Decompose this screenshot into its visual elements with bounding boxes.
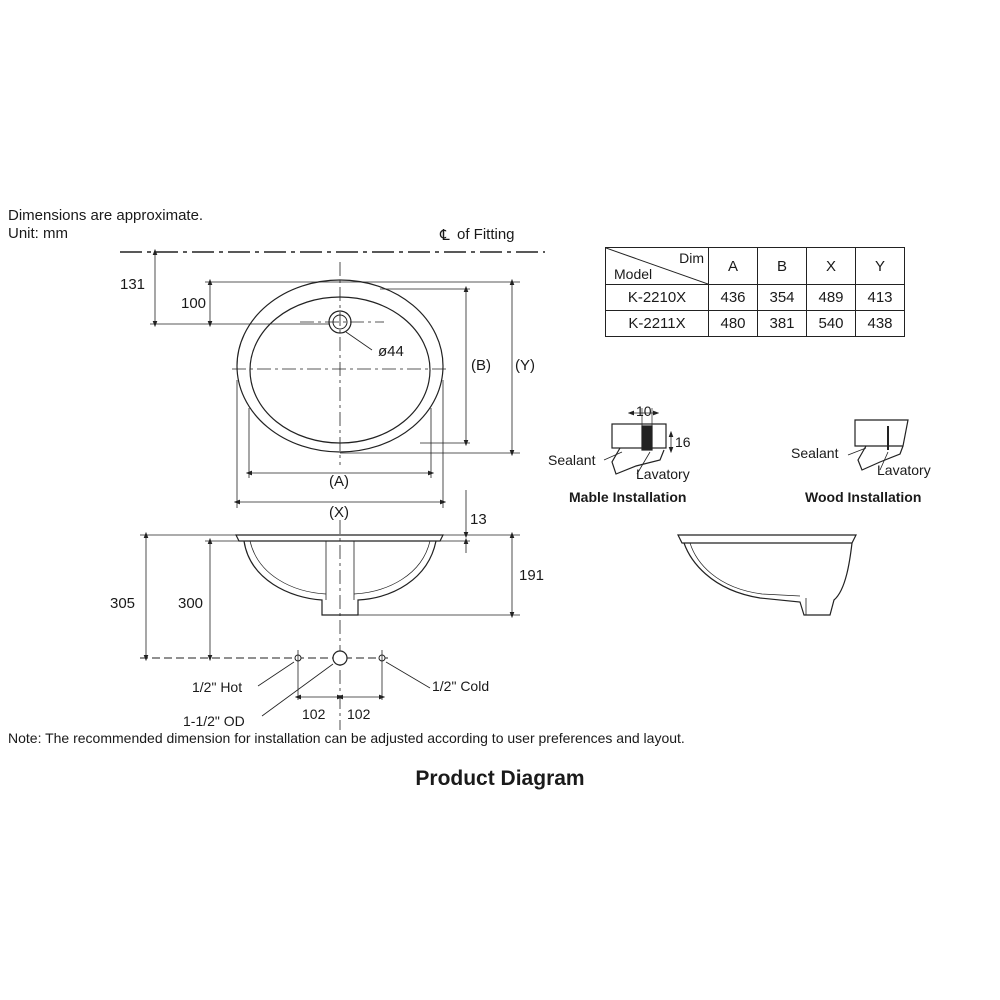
dim-131-label: 131: [120, 276, 146, 293]
col-header-a: A: [708, 247, 758, 285]
wood-installation-detail: [847, 419, 909, 471]
page-title: Product Diagram: [415, 767, 585, 790]
value-cell: 540: [806, 310, 856, 337]
side-section-view: [677, 534, 857, 616]
dim-305-label: 305: [110, 595, 136, 612]
dim-191-label: 191: [519, 567, 545, 584]
approx-note: Dimensions are approximate.: [8, 207, 204, 224]
spacing-right-label: 102: [347, 706, 371, 722]
unit-note: Unit: mm: [8, 225, 68, 242]
dim-300-label: 300: [178, 595, 204, 612]
value-cell: 436: [708, 284, 758, 311]
outlet-od-label: 1-1/2" OD: [183, 713, 245, 729]
table-row: K-2211X 480 381 540 438: [605, 310, 905, 337]
corner-diagonal: [606, 248, 708, 284]
cold-supply-label: 1/2" Cold: [432, 678, 490, 694]
value-cell: 413: [855, 284, 905, 311]
value-cell: 381: [757, 310, 807, 337]
header-model: Model: [614, 266, 653, 282]
drain-hole: [328, 310, 352, 334]
marble-dim-16: 16: [675, 434, 691, 450]
dimension-table: Dim Model A B X Y K-2210X 436 354 489 41…: [605, 247, 905, 337]
marble-sealant-label: Sealant: [548, 452, 596, 468]
spacing-left-label: 102: [302, 706, 326, 722]
model-cell: K-2211X: [605, 310, 709, 337]
top-view: [120, 248, 545, 508]
dim-a-label: (A): [329, 473, 349, 490]
value-cell: 489: [806, 284, 856, 311]
marble-installation-caption: Mable Installation: [569, 489, 687, 505]
col-header-y: Y: [855, 247, 905, 285]
col-header-b: B: [757, 247, 807, 285]
marble-dim-10: 10: [636, 403, 652, 419]
dim-100-label: 100: [181, 295, 207, 312]
dim-y-label: (Y): [515, 357, 535, 374]
installation-note: Note: The recommended dimension for inst…: [8, 730, 685, 746]
drain-outlet: [332, 650, 348, 666]
col-header-x: X: [806, 247, 856, 285]
wood-installation-caption: Wood Installation: [805, 489, 922, 505]
wood-lavatory-label: Lavatory: [877, 462, 931, 478]
value-cell: 480: [708, 310, 758, 337]
table-corner-header: Dim Model: [605, 247, 709, 285]
drain-diameter-label: ø44: [378, 343, 404, 360]
side-view: [140, 490, 520, 730]
dim-x-label: (X): [329, 504, 349, 521]
dim-13-label: 13: [470, 511, 487, 528]
dim-b-label: (B): [471, 357, 491, 374]
header-dim: Dim: [679, 250, 704, 266]
value-cell: 438: [855, 310, 905, 337]
centerline-label: of Fitting: [457, 226, 515, 243]
model-cell: K-2210X: [605, 284, 709, 311]
marble-installation-detail: [603, 408, 674, 475]
wood-sealant-label: Sealant: [791, 445, 839, 461]
table-row: K-2210X 436 354 489 413: [605, 284, 905, 311]
marble-lavatory-label: Lavatory: [636, 466, 690, 482]
value-cell: 354: [757, 284, 807, 311]
hot-supply-label: 1/2" Hot: [192, 679, 243, 695]
centerline-symbol: ℄: [440, 227, 450, 244]
